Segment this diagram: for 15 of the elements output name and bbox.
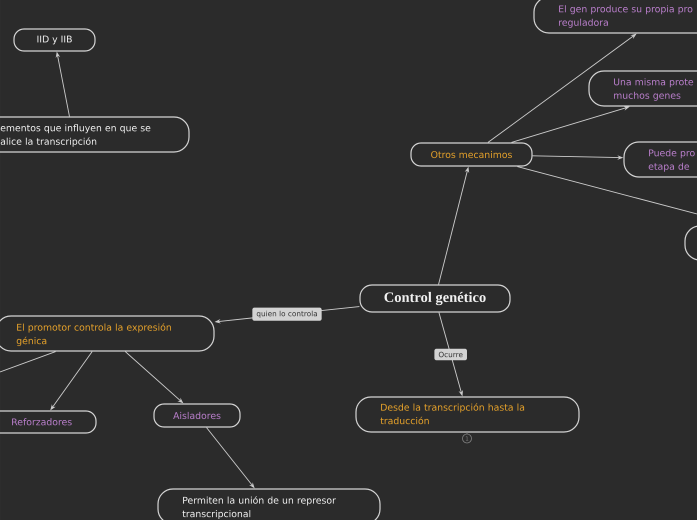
topic-box bbox=[684, 225, 697, 261]
topic-box: Aisladores bbox=[153, 403, 241, 428]
topic-box: Puede pro etapa de bbox=[623, 141, 697, 178]
topic-box: El gen produce su propia pro reguladora bbox=[533, 0, 697, 34]
connector-line bbox=[516, 166, 697, 214]
topic-box: El promotor controla la expresión génica bbox=[0, 315, 215, 352]
topic-box: Desde la transcripción hasta la traducción bbox=[355, 396, 580, 433]
topic-box: Una misma prote muchos genes bbox=[588, 70, 697, 107]
topic-box: ementos que influyen en que se alice la transcripción bbox=[0, 116, 190, 153]
central-topic-box: Control genético bbox=[359, 284, 511, 313]
topic-box: Reforzadores bbox=[0, 410, 97, 434]
topic-box: Permiten la unión de un represor transcripcional bbox=[157, 488, 381, 520]
connector-line bbox=[0, 351, 56, 372]
topic-box: IID y IIB bbox=[13, 28, 96, 52]
topic-box: Otros mecanimos bbox=[410, 142, 533, 167]
